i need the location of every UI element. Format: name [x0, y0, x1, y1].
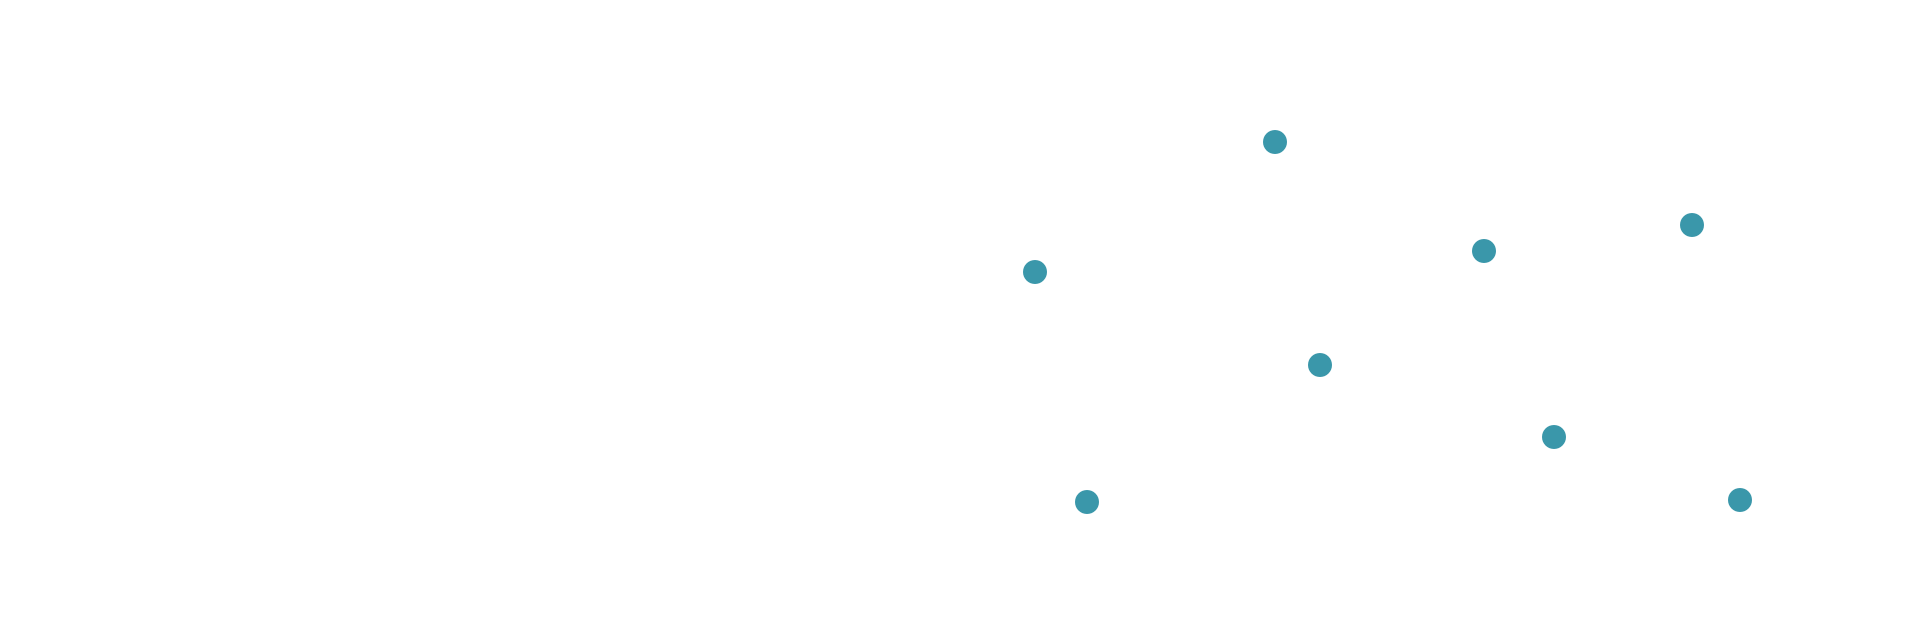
scatter-point-3 — [1472, 239, 1496, 263]
scatter-point-5 — [1308, 353, 1332, 377]
scatter-marks — [1023, 130, 1752, 514]
scatter-point-1 — [1263, 130, 1287, 154]
scatter-point-4 — [1680, 213, 1704, 237]
scatter-point-2 — [1023, 260, 1047, 284]
scatter-point-6 — [1542, 425, 1566, 449]
scatter-point-7 — [1075, 490, 1099, 514]
scatter-point-8 — [1728, 488, 1752, 512]
